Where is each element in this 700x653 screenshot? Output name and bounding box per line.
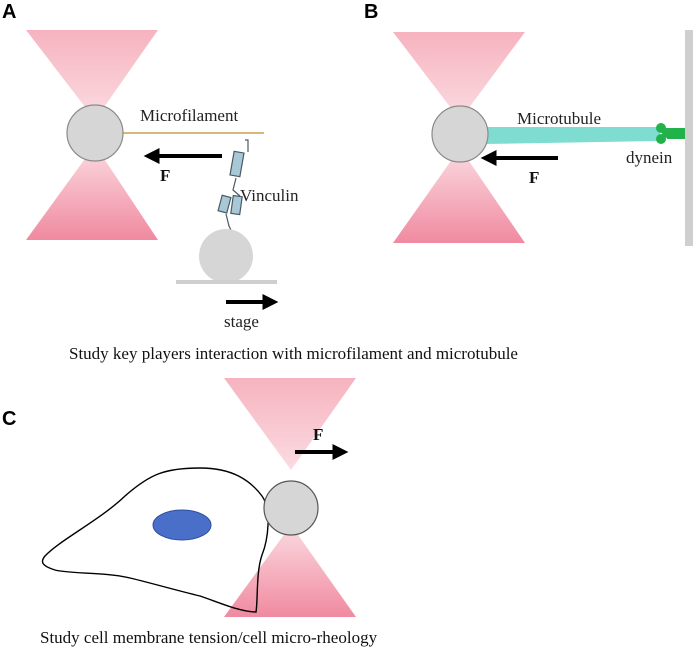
laser-cone-bottom-c bbox=[224, 525, 356, 617]
dynein-label: dynein bbox=[626, 148, 673, 167]
trapped-bead-b bbox=[431, 105, 489, 163]
stage-surface bbox=[176, 280, 277, 284]
laser-cone-bottom-a bbox=[26, 145, 158, 240]
panel-b-label: B bbox=[364, 1, 378, 23]
laser-cone-top-b bbox=[393, 32, 525, 120]
coverslip-wall bbox=[685, 30, 693, 246]
microtubule-label: Microtubule bbox=[517, 109, 601, 128]
laser-beam-b bbox=[393, 32, 525, 243]
stage-label: stage bbox=[224, 312, 259, 331]
microfilament-label: Microfilament bbox=[140, 106, 238, 125]
surface-bead bbox=[199, 229, 253, 283]
laser-cone-top-a bbox=[26, 30, 158, 120]
dynein-motor bbox=[656, 123, 685, 144]
cell-outline bbox=[41, 467, 269, 613]
force-label-c: F bbox=[313, 425, 323, 444]
panel-a: A Microfilament F Vinculin stage bbox=[2, 1, 299, 331]
laser-beam-a bbox=[26, 30, 158, 240]
panel-b: B Microtubule dynein F bbox=[364, 1, 693, 246]
panel-a-label: A bbox=[2, 1, 16, 23]
force-label-b: F bbox=[529, 168, 539, 187]
laser-cone-top-c bbox=[224, 378, 356, 470]
cell-nucleus bbox=[152, 509, 212, 541]
vinculin-label: Vinculin bbox=[240, 186, 299, 205]
caption-bottom: Study cell membrane tension/cell micro-r… bbox=[40, 628, 378, 647]
trapped-bead-a bbox=[66, 104, 124, 162]
panel-c: C F bbox=[2, 378, 356, 617]
microtubule-filament bbox=[484, 127, 660, 144]
laser-cone-bottom-b bbox=[393, 148, 525, 243]
force-label-a: F bbox=[160, 166, 170, 185]
caption-top: Study key players interaction with micro… bbox=[69, 344, 518, 363]
vinculin-molecule bbox=[217, 139, 249, 233]
panel-c-label: C bbox=[2, 408, 16, 430]
trapped-bead-c bbox=[263, 480, 319, 536]
